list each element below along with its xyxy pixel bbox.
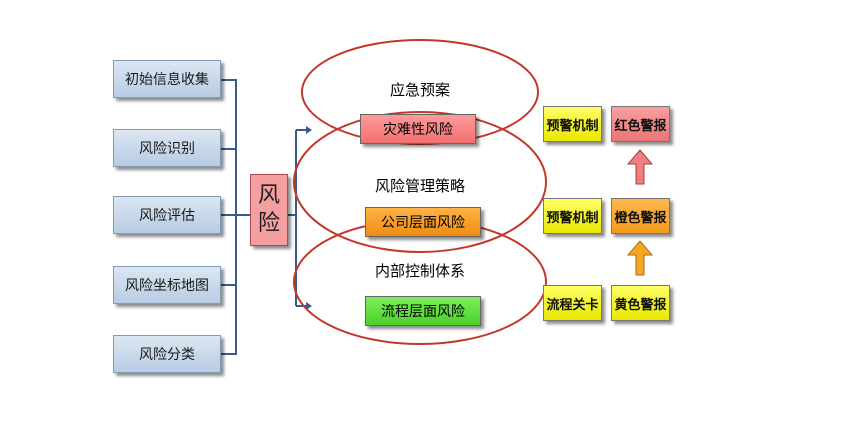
ellipse-top	[301, 39, 539, 145]
up-arrow-orange	[626, 240, 654, 276]
left-item-risk-identification: 风险识别	[113, 129, 221, 167]
label-risk-strategy: 风险管理策略	[374, 177, 465, 195]
label-internal-control: 内部控制体系	[374, 262, 465, 280]
label-emergency-plan: 应急预案	[389, 81, 450, 99]
risk-process-level: 流程层面风险	[365, 296, 481, 326]
risk-catastrophic: 灾难性风险	[360, 114, 476, 144]
left-item-risk-assessment: 风险评估	[113, 196, 221, 234]
up-arrow-red	[626, 149, 654, 185]
arrow-head-top	[306, 126, 312, 134]
yellow-alert: 黄色警报	[611, 285, 670, 321]
orange-alert: 橙色警报	[611, 198, 670, 234]
ellipse-middle	[293, 111, 547, 253]
process-checkpoint: 流程关卡	[543, 285, 602, 321]
arrow-head-bottom	[306, 302, 312, 310]
center-risk-box: 风 险	[250, 174, 288, 246]
warning-mechanism-1: 预警机制	[543, 106, 602, 142]
left-item-risk-classification: 风险分类	[113, 335, 221, 373]
red-alert: 红色警报	[611, 106, 670, 142]
risk-company-level: 公司层面风险	[365, 207, 481, 237]
left-bracket	[221, 79, 250, 355]
warning-mechanism-2: 预警机制	[543, 198, 602, 234]
left-item-risk-map: 风险坐标地图	[113, 266, 221, 304]
left-item-info-collection: 初始信息收集	[113, 60, 221, 98]
